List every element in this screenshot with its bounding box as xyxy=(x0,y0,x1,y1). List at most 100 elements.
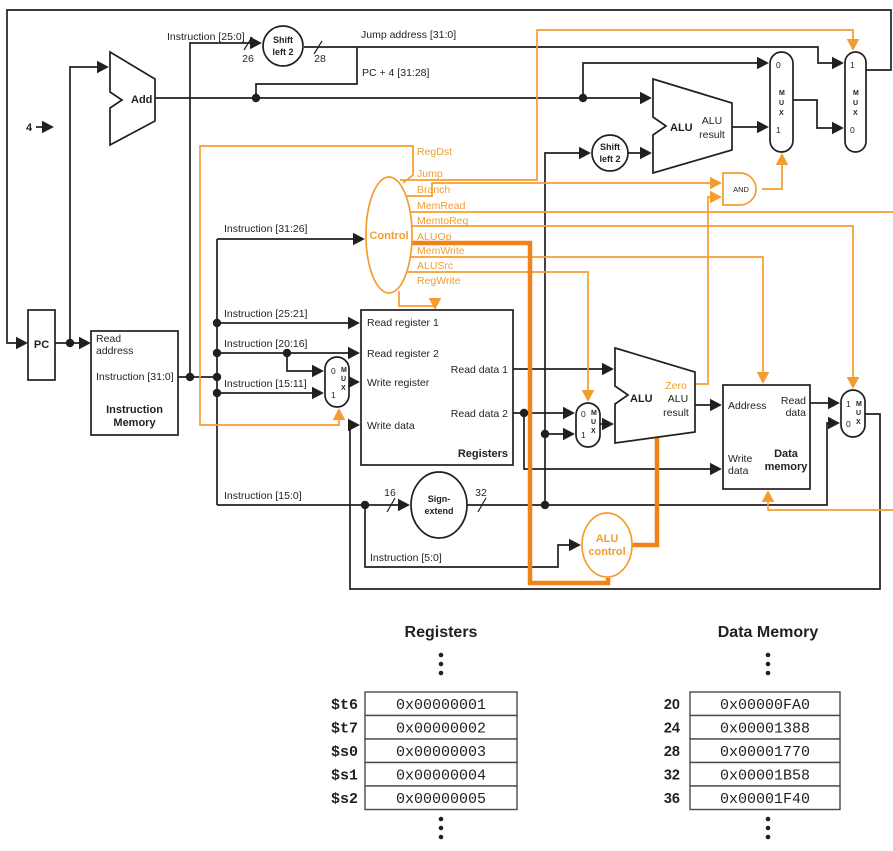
reg-port-read-register-2: Read register 2 xyxy=(367,348,439,360)
signext-label-2: extend xyxy=(424,506,453,516)
wire-alucontrol-out-thick xyxy=(632,433,660,548)
junction-dots xyxy=(65,93,588,510)
memory-value: 0x00001388 xyxy=(720,721,810,738)
wire-memtoreg xyxy=(410,225,860,389)
signal-branch: Branch xyxy=(417,184,450,196)
dmem-read-data-label: data xyxy=(786,407,807,419)
shift1-label-1: Shift xyxy=(273,35,293,45)
signal-alusrc: ALUSrc xyxy=(417,260,453,272)
label-four: 4 xyxy=(26,122,33,134)
register-name: $t7 xyxy=(331,721,358,738)
memory-value: 0x00001770 xyxy=(720,744,810,761)
alu-control-label-1: ALU xyxy=(596,533,619,545)
register-value: 0x00000004 xyxy=(396,768,486,785)
data-memory-table: 20 24 28 32 36 0x00000FA0 0x00001388 0x0… xyxy=(664,691,841,811)
alusrc-mux-u: U xyxy=(591,419,596,426)
shift-left-2-top xyxy=(262,25,304,67)
memory-ellipsis-top xyxy=(765,652,771,676)
signal-jump: Jump xyxy=(417,168,443,180)
label-instruction-25-21: Instruction [25:21] xyxy=(224,308,308,320)
and-gate xyxy=(722,172,757,206)
reg-port-read-data-1: Read data 1 xyxy=(451,364,508,376)
label-instruction-15-0: Instruction [15:0] xyxy=(224,490,302,502)
wire-regdst xyxy=(199,145,414,426)
jump-mux-labels: 1 0 M U X xyxy=(850,60,859,135)
regdst-mux-0: 0 xyxy=(331,366,336,376)
registers-ellipsis-bottom xyxy=(438,816,444,840)
data-memory-box xyxy=(722,384,811,490)
main-alu-result-1: ALU xyxy=(668,393,688,405)
alusrc-mux-labels: 0 1 M U X xyxy=(581,409,597,440)
instruction-memory-box xyxy=(90,330,179,436)
register-value: 0x00000001 xyxy=(396,697,486,714)
register-name: $t6 xyxy=(331,697,358,714)
main-alu-shape xyxy=(614,346,696,444)
alusrc-mux-x: X xyxy=(591,428,596,435)
memory-value: 0x00001F40 xyxy=(720,791,810,808)
wire-branch-mux-out xyxy=(793,99,844,135)
wire-memwrite xyxy=(409,256,770,384)
imem-address-label: address xyxy=(96,345,133,357)
reg-port-read-register-1: Read register 1 xyxy=(367,317,439,329)
reg-port-read-data-2: Read data 2 xyxy=(451,408,508,420)
registers-ellipsis-top xyxy=(438,652,444,676)
branch-mux xyxy=(769,51,794,153)
imem-instruction-31-0: Instruction [31:0] xyxy=(96,371,174,383)
control-signal-labels: RegDst Jump Branch MemRead MemtoReg ALUO… xyxy=(417,146,469,287)
wire-writeback xyxy=(347,413,881,590)
memory-value: 0x00000FA0 xyxy=(720,697,810,714)
wire-pc4-31-28-tap xyxy=(255,47,358,98)
label-jump-address: Jump address [31:0] xyxy=(361,29,456,41)
wire-pc-feedback xyxy=(6,9,892,350)
jump-mux-m: M xyxy=(853,90,859,97)
alu-control-oval xyxy=(581,512,633,578)
regdst-mux-m: M xyxy=(341,367,347,374)
regdst-mux-1: 1 xyxy=(331,390,336,400)
wire-memread-return xyxy=(761,490,893,511)
alusrc-mux xyxy=(575,402,601,448)
register-value: 0x00000003 xyxy=(396,744,486,761)
regdst-mux xyxy=(324,356,350,408)
memory-address: 28 xyxy=(664,744,680,760)
shift2-label-2: left 2 xyxy=(599,154,620,164)
branch-alu-label: ALU xyxy=(670,122,693,134)
register-value: 0x00000005 xyxy=(396,791,486,808)
branch-alu-result-2: result xyxy=(699,129,725,141)
wire-instruction-5-0 xyxy=(364,505,581,568)
control-label: Control xyxy=(369,230,408,242)
imem-read-label: Read xyxy=(96,333,121,345)
memory-address: 24 xyxy=(664,721,680,737)
reg-port-write-register: Write register xyxy=(367,377,430,389)
memory-value: 0x00001B58 xyxy=(720,768,810,785)
alusrc-mux-m: M xyxy=(591,410,597,417)
regdst-mux-labels: 0 1 M U X xyxy=(331,366,347,400)
branch-alu-shape xyxy=(652,77,733,175)
memtoreg-mux-u: U xyxy=(856,410,861,417)
jump-mux-u: U xyxy=(853,100,858,107)
signal-aluop: ALUOp xyxy=(417,231,452,243)
branch-mux-0: 0 xyxy=(776,60,781,70)
control-oval xyxy=(365,176,413,294)
memtoreg-mux-labels: 1 0 M U X xyxy=(846,399,862,429)
add-alu-shape xyxy=(109,50,156,147)
branch-mux-x: X xyxy=(779,110,784,117)
label-width-26: 26 xyxy=(242,53,254,65)
label-instruction-25-0: Instruction [25:0] xyxy=(167,31,245,43)
label-width-16: 16 xyxy=(384,487,396,499)
memtoreg-mux-1: 1 xyxy=(846,399,851,409)
dmem-write-label: Write xyxy=(728,453,752,465)
register-name: $s2 xyxy=(331,791,358,808)
dmem-write-data-label: data xyxy=(728,465,749,477)
label-width-28: 28 xyxy=(314,53,326,65)
registers-table: $t6 $t7 $s0 $s1 $s2 0x00000001 0x0000000… xyxy=(331,691,518,811)
wire-zero xyxy=(695,190,722,385)
wire-signext-out xyxy=(467,416,840,506)
memtoreg-mux-m: M xyxy=(856,401,862,408)
main-alu-label: ALU xyxy=(630,393,653,405)
signal-regdst: RegDst xyxy=(417,146,452,158)
sign-extend-oval xyxy=(410,471,468,539)
label-instruction-15-11: Instruction [15:11] xyxy=(224,378,307,390)
signal-memtoreg: MemtoReg xyxy=(417,215,469,227)
